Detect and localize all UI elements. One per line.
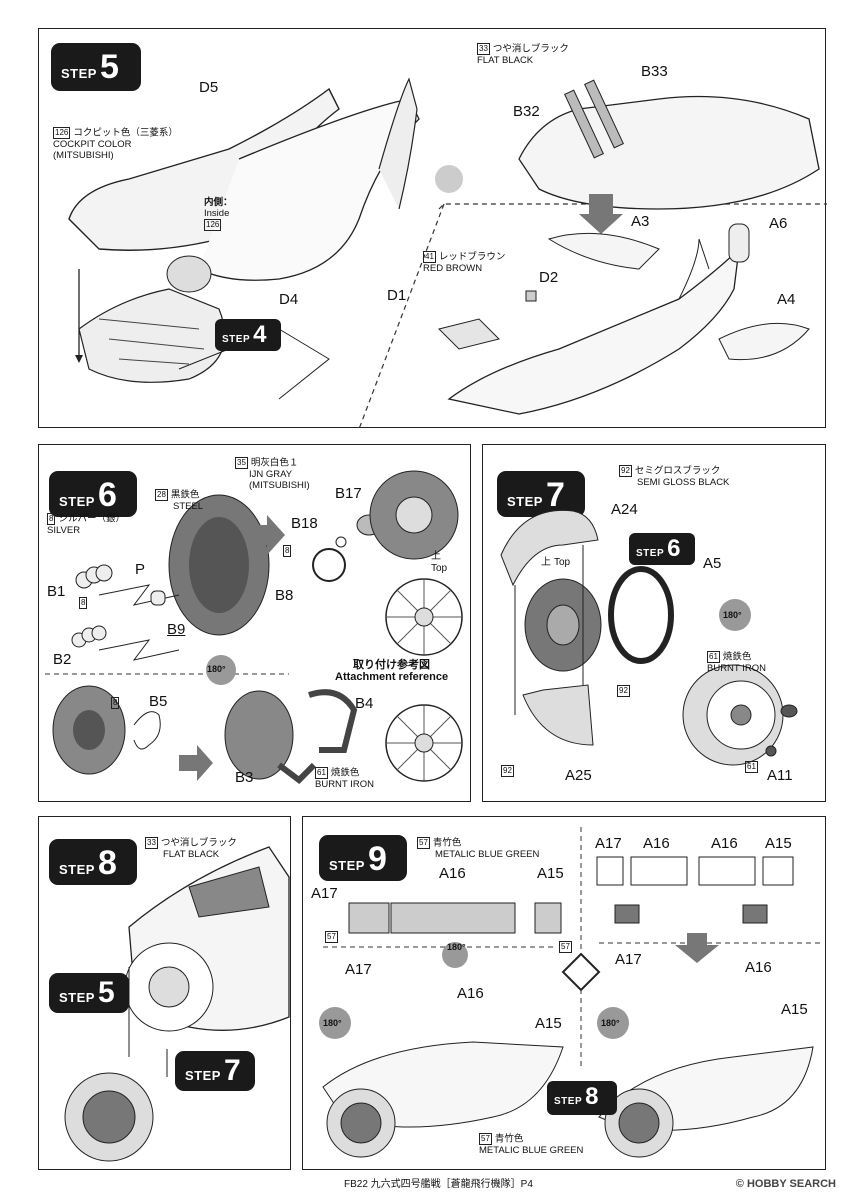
part-b3: B3 [235,769,254,786]
part-d5: D5 [199,79,219,96]
num-57-a: 57 [325,931,338,943]
part-a16-bl: A16 [457,985,484,1002]
rotate-label-6: 180° [207,664,226,674]
num-92-a: 92 [617,685,630,697]
part-d4: D4 [279,291,299,308]
step8-illustration [64,846,290,1162]
part-a3: A3 [631,213,650,230]
step7-illustration [500,509,798,766]
part-p: P [135,561,146,578]
part-a17-bl: A17 [345,961,372,978]
part-a5: A5 [703,555,722,572]
part-a11: A11 [767,767,793,784]
page-footer: FB22 九六式四号艦戦［蒼龍飛行機隊］P4 [344,1179,533,1190]
part-a16-top: A16 [439,865,466,882]
part-a15-r: A15 [765,835,792,852]
num-8-b2: 8 [79,597,88,609]
part-a17-br: A17 [615,951,642,968]
inside-note: 内側： Inside 126 [204,197,233,231]
num-8-b8: 8 [283,545,292,557]
part-a17-top: A17 [311,885,338,902]
step9-illustration [319,827,823,1158]
part-b18: B18 [291,515,318,532]
part-a4: A4 [777,291,796,308]
rotate-label-7: 180° [723,610,742,620]
part-a6: A6 [769,215,788,232]
rotate-label-9c: 180° [601,1018,620,1028]
part-a15-top: A15 [537,865,564,882]
part-b32: B32 [513,103,540,120]
part-d2: D2 [539,269,559,286]
part-a17-r: A17 [595,835,622,852]
part-b33: B33 [641,63,668,80]
rotate-label-9a: 180° [447,942,466,952]
step5-illustration [68,77,827,430]
watermark: © HOBBY SEARCH [735,1178,836,1190]
part-b1: B1 [47,583,66,600]
part-a15-br: A15 [781,1001,808,1018]
part-b4: B4 [355,695,374,712]
part-b9: B9 [167,621,186,638]
part-b2: B2 [53,651,72,668]
num-57-b: 57 [559,941,572,953]
part-a16-br: A16 [745,959,772,976]
part-b17: B17 [335,485,362,502]
part-b5: B5 [149,693,168,710]
num-8-b5: 8 [111,697,120,709]
part-a24: A24 [611,501,638,518]
part-a15-bl: A15 [535,1015,562,1032]
rotate-label-9b: 180° [323,1018,342,1028]
part-b8: B8 [275,587,294,604]
part-a25: A25 [565,767,592,784]
num-92-b: 92 [501,765,514,777]
part-a16-r1: A16 [643,835,670,852]
num-61-b: 61 [745,761,758,773]
part-a16-r2: A16 [711,835,738,852]
step6-illustration [45,470,463,784]
part-d1: D1 [387,287,407,304]
